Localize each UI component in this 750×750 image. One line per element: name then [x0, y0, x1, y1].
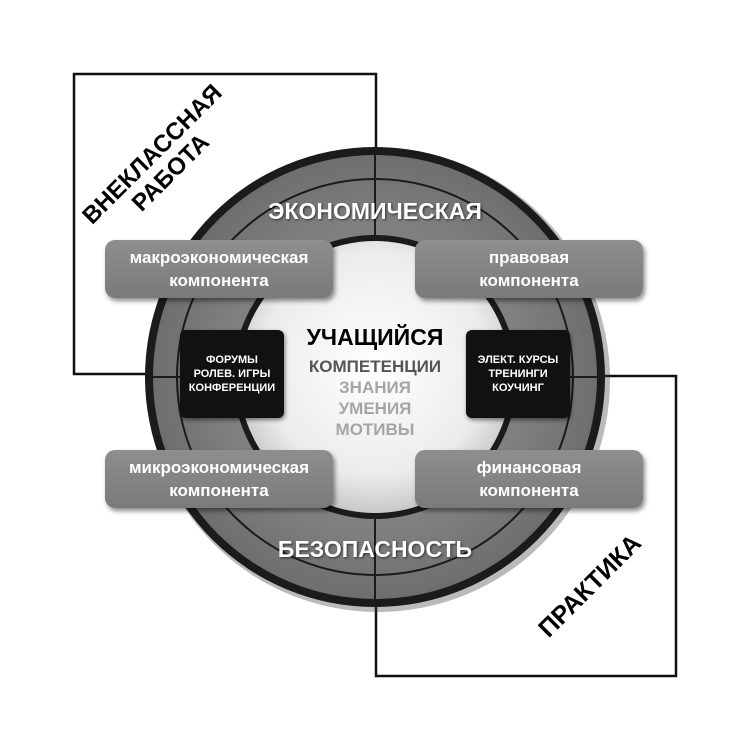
component-macroeconomic: макроэкономическая компонента — [105, 240, 333, 298]
component-macroeconomic-line1: макроэкономическая — [129, 248, 309, 267]
component-financial-line1: финансовая — [476, 458, 582, 477]
methods-left-line2: РОЛЕВ. ИГРЫ — [193, 368, 271, 380]
methods-right-line3: КОУЧИНГ — [492, 382, 544, 394]
component-legal-line1: правовая — [488, 248, 570, 267]
methods-box-right: ЭЛЕКТ. КУРСЫ ТРЕНИНГИ КОУЧИНГ — [466, 330, 570, 418]
inner-disc — [239, 241, 511, 513]
component-microeconomic: микроэкономическая компонента — [105, 450, 333, 508]
center-knowledge: ЗНАНИЯ — [339, 378, 411, 397]
component-macroeconomic-line2: компонента — [169, 271, 269, 290]
methods-box-left: ФОРУМЫ РОЛЕВ. ИГРЫ КОНФЕРЕНЦИИ — [180, 330, 284, 418]
component-financial-line2: компонента — [479, 481, 579, 500]
methods-right-line2: ТРЕНИНГИ — [488, 368, 548, 380]
component-microeconomic-line2: компонента — [169, 481, 269, 500]
ring-label-economic: ЭКОНОМИЧЕСКАЯ — [268, 198, 482, 224]
component-microeconomic-line1: микроэкономическая — [128, 458, 310, 477]
component-legal-line2: компонента — [479, 271, 579, 290]
center-title: УЧАЩИЙСЯ — [306, 324, 444, 350]
center-competencies: КОМПЕТЕНЦИИ — [308, 357, 442, 376]
methods-left-line1: ФОРУМЫ — [206, 354, 258, 366]
center-motives: МОТИВЫ — [335, 420, 415, 439]
methods-left-line3: КОНФЕРЕНЦИИ — [188, 382, 276, 394]
methods-right-line1: ЭЛЕКТ. КУРСЫ — [477, 354, 559, 366]
center-skills: УМЕНИЯ — [338, 399, 412, 418]
component-legal: правовая компонента — [415, 240, 643, 298]
component-financial: финансовая компонента — [415, 450, 643, 508]
ring-label-security: БЕЗОПАСНОСТЬ — [277, 536, 473, 562]
